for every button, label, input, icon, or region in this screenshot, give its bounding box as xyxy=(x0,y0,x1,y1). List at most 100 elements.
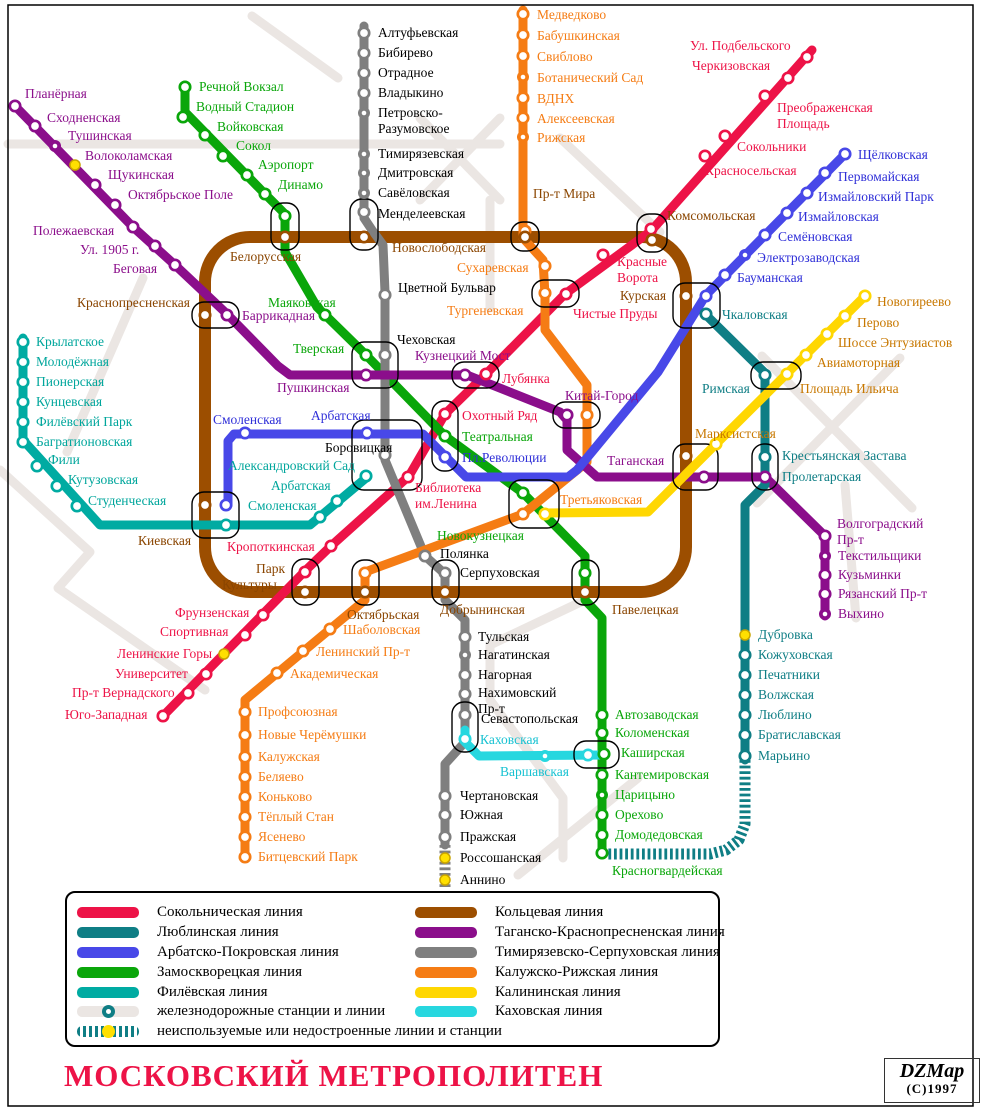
station-Алексеевская[interactable] xyxy=(516,111,530,125)
station-Каширская[interactable] xyxy=(581,748,595,762)
station-Кунцевская[interactable] xyxy=(16,395,30,409)
station-Серпуховская[interactable] xyxy=(438,566,452,580)
station-Пролетарская[interactable] xyxy=(758,470,772,484)
station-Свиблово[interactable] xyxy=(516,49,530,63)
station-Южная[interactable] xyxy=(438,808,452,822)
station-Сокол[interactable] xyxy=(216,149,230,163)
station-Студенческая[interactable] xyxy=(70,499,84,513)
station-Октябрьская[interactable] xyxy=(358,566,372,580)
station-Люблино[interactable] xyxy=(738,708,752,722)
station-Дубровка[interactable] xyxy=(739,629,751,641)
station-Молодёжная[interactable] xyxy=(16,355,30,369)
station-Черкизовская[interactable] xyxy=(781,71,795,85)
station-Планёрная[interactable] xyxy=(8,99,22,113)
station-Курская[interactable] xyxy=(699,289,713,303)
station-Павелецкая[interactable] xyxy=(578,585,592,599)
station-Ул. Подбельского[interactable] xyxy=(800,50,814,64)
station-Братиславская[interactable] xyxy=(738,728,752,742)
station-Павелецкая[interactable] xyxy=(578,566,592,580)
station-Новокузнецкая[interactable] xyxy=(516,486,530,500)
station-Сухаревская[interactable] xyxy=(538,259,552,273)
station-Пражская[interactable] xyxy=(438,830,452,844)
station-Киевская[interactable] xyxy=(198,498,212,512)
station-Красносельская[interactable] xyxy=(698,149,712,163)
station-Марксистская[interactable] xyxy=(709,437,723,451)
station-Кантемировская[interactable] xyxy=(595,768,609,782)
station-Авиамоторная[interactable] xyxy=(799,348,813,362)
station-Киевская[interactable] xyxy=(219,498,233,512)
station-Комсомольская[interactable] xyxy=(644,222,658,236)
station-Войковская[interactable] xyxy=(198,128,212,142)
station-Парк Культуры[interactable] xyxy=(298,565,312,579)
station-Арбатская[interactable] xyxy=(330,494,344,508)
station-Орехово[interactable] xyxy=(595,808,609,822)
station-Смоленская[interactable] xyxy=(238,426,252,440)
station-Добрынинская[interactable] xyxy=(438,585,452,599)
station-Печатники[interactable] xyxy=(738,668,752,682)
station-Беляево[interactable] xyxy=(238,770,252,784)
station-Аннино[interactable] xyxy=(439,874,451,886)
station-Белорусская[interactable] xyxy=(278,230,292,244)
station-Александровский Сад[interactable] xyxy=(359,469,373,483)
station-Владыкино[interactable] xyxy=(357,86,371,100)
station-Площадь Ильича[interactable] xyxy=(780,367,794,381)
station-Курская[interactable] xyxy=(679,289,693,303)
station-Арбатская[interactable] xyxy=(360,426,374,440)
station-Шаболовская[interactable] xyxy=(323,622,337,636)
station-Пр-т Вернадского[interactable] xyxy=(181,686,195,700)
station-Фрунзенская[interactable] xyxy=(256,608,270,622)
station-Каховская[interactable] xyxy=(458,732,472,746)
station-Волоколамская[interactable] xyxy=(69,159,81,171)
station-Россошанская[interactable] xyxy=(439,852,451,864)
station-Беговая[interactable] xyxy=(168,258,182,272)
station-Цветной Бульвар[interactable] xyxy=(378,288,392,302)
station-Тургеневская[interactable] xyxy=(538,286,552,300)
station-Медведково[interactable] xyxy=(516,7,530,21)
station-Пр-т Мира[interactable] xyxy=(518,230,532,244)
station-Чеховская[interactable] xyxy=(378,348,392,362)
station-Октябрьское Поле[interactable] xyxy=(108,198,122,212)
station-Парк Культуры[interactable] xyxy=(298,585,312,599)
station-Крестьянская Застава[interactable] xyxy=(758,450,772,464)
station-Ленинский Пр-т[interactable] xyxy=(296,644,310,658)
station-Полежаевская[interactable] xyxy=(126,220,140,234)
station-Чистые Пруды[interactable] xyxy=(559,287,573,301)
station-Коньково[interactable] xyxy=(238,790,252,804)
station-ВДНХ[interactable] xyxy=(516,91,530,105)
station-Новые Черёмушки[interactable] xyxy=(238,728,252,742)
station-Пушкинская[interactable] xyxy=(359,368,373,382)
station-Кожуховская[interactable] xyxy=(738,648,752,662)
station-Сокольники[interactable] xyxy=(718,129,732,143)
station-Измайловский Парк[interactable] xyxy=(800,186,814,200)
station-Водный Стадион[interactable] xyxy=(176,110,190,124)
station-Бауманская[interactable] xyxy=(718,268,732,282)
station-Коломенская[interactable] xyxy=(595,726,609,740)
station-Таганская[interactable] xyxy=(679,449,693,463)
station-Боровицкая[interactable] xyxy=(378,448,392,462)
station-Тульская[interactable] xyxy=(458,630,472,644)
station-Щукинская[interactable] xyxy=(88,178,102,192)
station-Бибирево[interactable] xyxy=(357,46,371,60)
station-Менделеевская[interactable] xyxy=(357,205,371,219)
station-Калужская[interactable] xyxy=(238,750,252,764)
station-Ленинские Горы[interactable] xyxy=(218,648,230,660)
station-Рязанский Пр-т[interactable] xyxy=(818,587,832,601)
station-Тёплый Стан[interactable] xyxy=(238,810,252,824)
station-Волжская[interactable] xyxy=(738,688,752,702)
station-Щёлковская[interactable] xyxy=(838,147,852,161)
station-Баррикадная[interactable] xyxy=(220,308,234,322)
station-Охотный Ряд[interactable] xyxy=(438,407,452,421)
station-Ул. 1905 г.[interactable] xyxy=(148,239,162,253)
station-Марьино[interactable] xyxy=(738,749,752,763)
station-Бабушкинская[interactable] xyxy=(516,28,530,42)
station-Кропоткинская[interactable] xyxy=(324,539,338,553)
station-Китай-Город[interactable] xyxy=(580,408,594,422)
station-Октябрьская[interactable] xyxy=(358,585,372,599)
station-Каширская[interactable] xyxy=(597,747,611,761)
station-Театральная[interactable] xyxy=(438,429,452,443)
station-Багратионовская[interactable] xyxy=(16,435,30,449)
station-Красные Ворота[interactable] xyxy=(596,248,610,262)
station-Маяковская[interactable] xyxy=(318,308,332,322)
station-Академическая[interactable] xyxy=(270,666,284,680)
station-Белорусская[interactable] xyxy=(278,209,292,223)
